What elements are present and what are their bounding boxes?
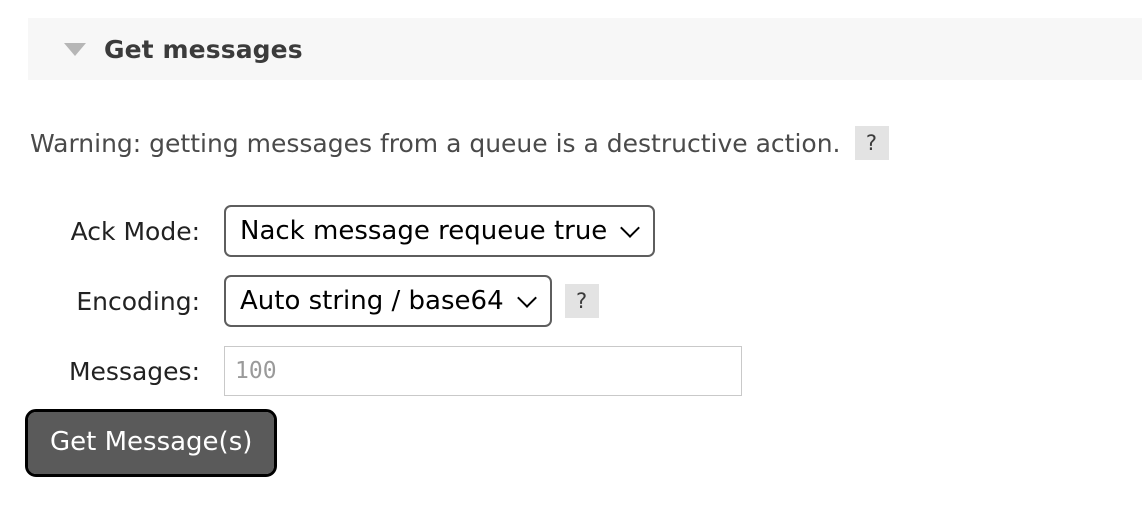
warning-help-icon[interactable]: ?: [854, 126, 889, 160]
encoding-row: Encoding: Auto string / base64 ?: [0, 266, 1142, 336]
get-messages-section-header: Get messages: [28, 18, 1142, 80]
action-row: Get Message(s): [24, 409, 278, 477]
warning-row: Warning: getting messages from a queue i…: [30, 122, 889, 164]
page-title: Get messages: [104, 34, 303, 64]
warning-text: Warning: getting messages from a queue i…: [30, 128, 841, 158]
messages-label: Messages:: [68, 356, 200, 386]
encoding-label: Encoding:: [76, 286, 200, 316]
ack-mode-value: Nack message requeue true: [240, 216, 608, 246]
get-messages-form: Ack Mode: Nack message requeue true Enco…: [0, 196, 1142, 406]
encoding-value: Auto string / base64: [240, 286, 504, 316]
encoding-select[interactable]: Auto string / base64: [224, 275, 552, 327]
get-messages-button[interactable]: Get Message(s): [24, 409, 278, 477]
ack-mode-field: Nack message requeue true: [224, 205, 656, 257]
ack-mode-label: Ack Mode:: [70, 216, 200, 246]
ack-mode-row: Ack Mode: Nack message requeue true: [0, 196, 1142, 266]
triangle-down-icon: [64, 42, 86, 56]
collapse-toggle[interactable]: [52, 42, 98, 56]
messages-count-input[interactable]: [224, 346, 742, 396]
messages-row: Messages:: [0, 336, 1142, 406]
chevron-down-icon: [622, 221, 639, 238]
chevron-down-icon: [519, 291, 536, 308]
ack-mode-select[interactable]: Nack message requeue true: [224, 205, 656, 257]
encoding-help-icon[interactable]: ?: [564, 284, 599, 318]
messages-field: [224, 346, 742, 396]
encoding-field: Auto string / base64 ?: [224, 275, 599, 327]
